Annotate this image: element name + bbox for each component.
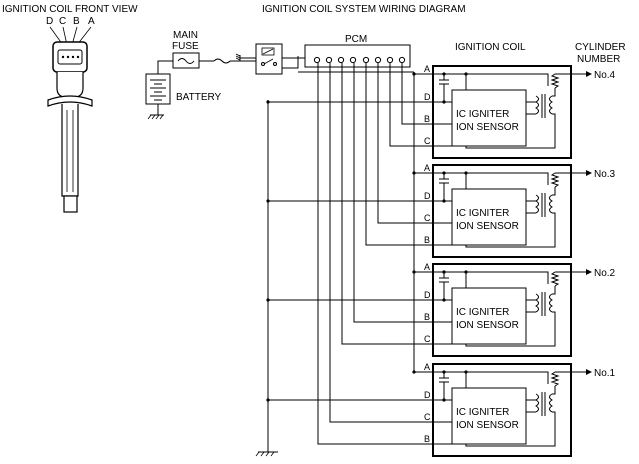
pcm-terminal <box>313 56 321 64</box>
coil-pin-label: C <box>424 334 431 344</box>
coil-pin-label: B <box>424 434 430 444</box>
cylinder-header-line2: NUMBER <box>577 54 620 65</box>
cylinder-label-1: No.4 <box>594 70 616 81</box>
pcm-terminal <box>325 56 333 64</box>
coil-pin-label: D <box>424 92 431 102</box>
igniter-module <box>451 287 527 345</box>
coil-pin-label: C <box>424 412 431 422</box>
coil-pin-label: C <box>424 136 431 146</box>
pcm-terminal <box>362 56 370 64</box>
module-label-line1: IC IGNITER <box>456 109 509 120</box>
coil-front-view: D C B A <box>46 16 95 213</box>
pcm-terminal <box>386 56 394 64</box>
coil-transformer <box>465 172 572 248</box>
coil-unit-3: IC IGNITER ION SENSOR A D B C No.2 <box>266 63 616 357</box>
coil-pin-label: B <box>424 312 430 322</box>
cylinder-label-3: No.2 <box>594 268 616 279</box>
coil-unit-2: IC IGNITER ION SENSOR A D C B No.3 <box>266 63 616 258</box>
igniter-module <box>451 89 527 147</box>
pcm-terminals <box>313 56 406 64</box>
coil-pin-label: C <box>424 213 431 223</box>
ground-symbol-relay <box>235 53 241 61</box>
coil-pin-label: D <box>424 191 431 201</box>
coil-pin-label: D <box>424 390 431 400</box>
pcm-terminal <box>374 56 382 64</box>
wiring-diagram-title: IGNITION COIL SYSTEM WIRING DIAGRAM <box>262 4 466 15</box>
module-label-line2: ION SENSOR <box>456 122 519 133</box>
ground-symbol-battery <box>147 114 164 120</box>
front-pin-label-d: D <box>46 16 53 27</box>
front-view-title: IGNITION COIL FRONT VIEW <box>2 4 138 15</box>
cylinder-label-2: No.3 <box>594 169 616 180</box>
cylinder-header-line1: CYLINDER <box>575 42 626 53</box>
module-label-line2: ION SENSOR <box>456 420 519 431</box>
main-fuse <box>172 52 200 69</box>
coil-pin-label: A <box>424 262 430 272</box>
module-label-line2: ION SENSOR <box>456 221 519 232</box>
front-pin-label-b: B <box>73 16 80 27</box>
ignition-coil-header: IGNITION COIL <box>455 42 526 53</box>
main-fuse-label-line2: FUSE <box>172 41 199 52</box>
ignition-coils: IC IGNITER ION SENSOR A D B C No.4 IC IGNITER IO… <box>266 56 616 457</box>
module-label-line2: ION SENSOR <box>456 320 519 331</box>
coil-transformer <box>465 73 572 149</box>
pcm-box <box>304 44 411 68</box>
module-label-line1: IC IGNITER <box>456 208 509 219</box>
igniter-module <box>451 188 527 246</box>
battery-symbol <box>145 73 171 105</box>
battery-label: BATTERY <box>176 92 222 103</box>
igniter-module <box>451 387 527 445</box>
coil-pin-label: B <box>424 114 430 124</box>
pcm-terminal <box>337 56 345 64</box>
coil-pin-label: B <box>424 235 430 245</box>
module-label-line1: IC IGNITER <box>456 307 509 318</box>
module-label-line1: IC IGNITER <box>456 407 509 418</box>
pcm-terminal <box>398 56 406 64</box>
main-fuse-label-line1: MAIN <box>173 30 198 41</box>
coil-pin-label: A <box>424 163 430 173</box>
coil-pin-label: D <box>424 290 431 300</box>
pcm-label: PCM <box>345 34 367 45</box>
coil-unit-1: IC IGNITER ION SENSOR A D B C No.4 <box>266 63 616 159</box>
cylinder-label-4: No.1 <box>594 368 616 379</box>
coil-transformer <box>465 371 572 447</box>
ground-symbol-main <box>255 451 278 457</box>
coil-transformer <box>465 271 572 347</box>
coil-unit-4: IC IGNITER ION SENSOR A D C B No.1 <box>266 63 616 457</box>
coil-pin-label: A <box>424 362 430 372</box>
coil-pin-label: A <box>424 64 430 74</box>
main-relay <box>255 43 283 75</box>
pcm-terminal <box>349 56 357 64</box>
front-pin-label-c: C <box>59 16 66 27</box>
front-pin-label-a: A <box>88 16 95 27</box>
